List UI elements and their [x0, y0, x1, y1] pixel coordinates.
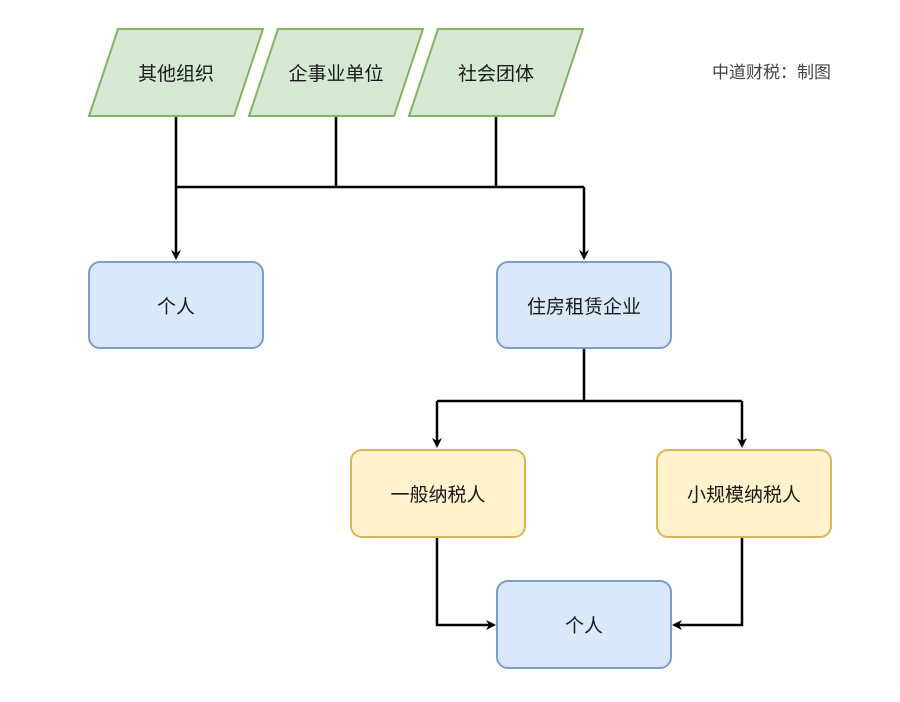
source-node-other-organizations: 其他组织 — [88, 28, 264, 117]
node-label: 个人 — [564, 615, 603, 637]
node-label: 一般纳税人 — [390, 484, 486, 506]
node-label: 小规模纳税人 — [686, 484, 801, 506]
connector-general-to-individual — [435, 538, 496, 630]
source-label: 企事业单位 — [288, 63, 384, 85]
parallelogram-shape — [248, 28, 424, 117]
individual-bottom-node: 个人 — [496, 580, 672, 669]
source-label: 社会团体 — [457, 63, 534, 85]
housing-rental-enterprise-node: 住房租赁企业 — [496, 261, 672, 349]
source-label: 其他组织 — [137, 63, 214, 85]
individual-top-node: 个人 — [88, 261, 264, 349]
node-label: 住房租赁企业 — [526, 295, 641, 318]
source-node-social-groups: 社会团体 — [408, 28, 584, 117]
parallelogram-shape — [88, 28, 264, 117]
connector-small-to-individual — [672, 538, 744, 630]
source-node-enterprises-institutions: 企事业单位 — [248, 28, 424, 117]
small-scale-taxpayer-node: 小规模纳税人 — [656, 449, 832, 538]
parallelogram-shape — [408, 28, 584, 117]
diagram-credit: 中道财税：制图 — [712, 63, 831, 83]
general-taxpayer-node: 一般纳税人 — [350, 449, 526, 538]
node-label: 个人 — [156, 295, 195, 318]
